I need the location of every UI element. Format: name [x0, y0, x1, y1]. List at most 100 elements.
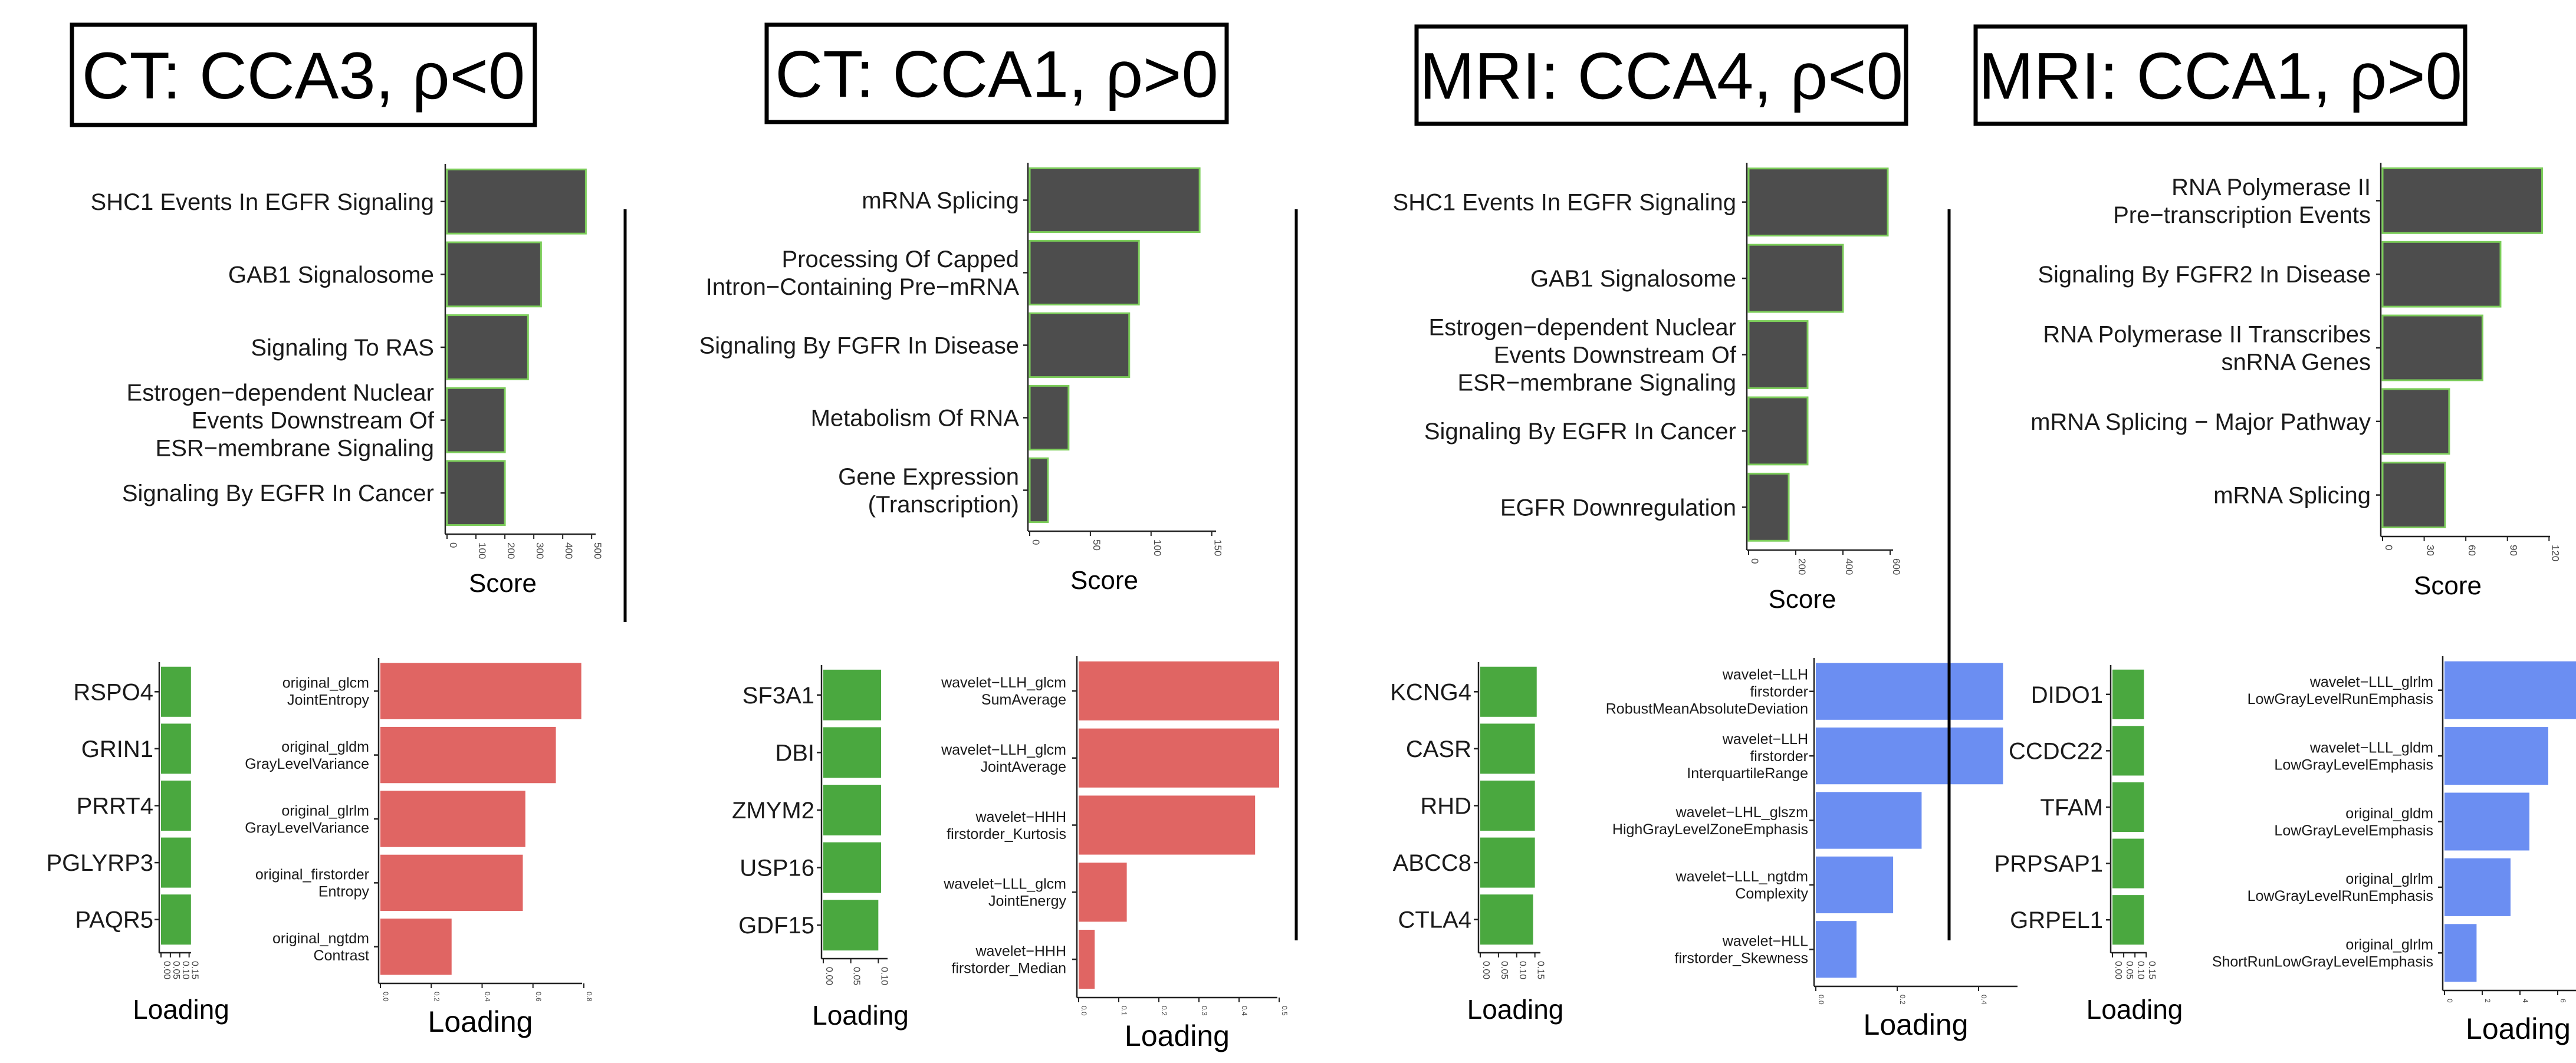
feature-bar-0 — [1816, 663, 2003, 720]
pathway-axis-title: Score — [2414, 571, 2482, 600]
feature-bar-3 — [380, 854, 523, 911]
pathway-bar-4 — [1747, 472, 1790, 542]
gene-xtick-label-0: 0.00 — [824, 967, 834, 985]
feature-xtick-label-0: 0.0 — [1817, 995, 1825, 1005]
gene-category-label-4: CTLA4 — [1398, 907, 1472, 933]
gene-category-label-2: RHD — [1420, 794, 1471, 820]
gene-category-label-1: CASR — [1406, 736, 1471, 762]
gene-bar-1 — [2112, 726, 2144, 776]
pathway-bar-3 — [446, 387, 506, 453]
feature-bar-4 — [1079, 930, 1095, 989]
pathway-bar-3 — [1747, 396, 1809, 466]
gene-category-label-0: RSPO4 — [73, 679, 153, 705]
feature-bar-3 — [1079, 863, 1127, 922]
pathway-xtick-label-1: 100 — [477, 542, 488, 559]
gene-bar-2 — [823, 785, 881, 835]
gene-xtick-label-0: 0.00 — [1481, 961, 1491, 979]
panel-title-box — [1414, 24, 1908, 126]
feature-bar-1 — [1816, 727, 2003, 785]
feature-bar-4 — [1816, 921, 1857, 978]
gene-xtick-label-2: 0.10 — [1517, 961, 1527, 979]
feature-axis-title: Loading — [1864, 1008, 1969, 1041]
feature-bar-0 — [380, 663, 581, 719]
pathway-xtick-label-1: 200 — [1796, 558, 1808, 575]
gene-xtick-label-2: 0.10 — [879, 967, 889, 985]
feature-xtick-label-3: 0.3 — [1200, 1006, 1208, 1016]
gene-category-label-0: KCNG4 — [1390, 679, 1471, 705]
feature-axis-title: Loading — [2466, 1012, 2571, 1045]
pathway-category-label-3: mRNA Splicing − Major Pathway — [2030, 409, 2371, 435]
pathway-xtick-label-2: 200 — [505, 542, 517, 559]
gene-bar-2 — [1480, 780, 1535, 831]
panel-title-box — [764, 22, 1229, 124]
feature-xtick-label-1: 0.1 — [1120, 1006, 1128, 1016]
feature-xtick-label-2: 0.4 — [1980, 995, 1988, 1005]
gene-xtick-label-0: 0.00 — [2113, 961, 2123, 979]
gene-bar-4 — [1480, 894, 1533, 945]
pathway-bar-2 — [446, 314, 529, 380]
feature-bar-2 — [2444, 792, 2529, 851]
feature-bar-1 — [2444, 727, 2548, 785]
feature-bar-2 — [1816, 792, 1922, 849]
gene-bar-0 — [2112, 669, 2144, 719]
feature-bar-1 — [380, 726, 556, 784]
pathway-xtick-label-3: 150 — [1213, 539, 1224, 556]
pathway-category-label-1: GAB1 Signalosome — [228, 262, 434, 288]
gene-bar-0 — [823, 669, 881, 720]
feature-bar-0 — [1079, 661, 1279, 720]
pathway-bar-1 — [2381, 241, 2502, 308]
feature-xtick-label-3: 0.6 — [534, 992, 543, 1002]
gene-category-label-4: GRPEL1 — [2010, 907, 2103, 933]
pathway-bar-3 — [1029, 384, 1070, 451]
pathway-xtick-label-1: 30 — [2425, 545, 2436, 556]
pathway-xtick-label-0: 0 — [1030, 539, 1041, 545]
feature-xtick-label-2: 0.4 — [484, 992, 492, 1002]
feature-xtick-label-1: 2 — [2483, 999, 2492, 1003]
pathway-bar-2 — [1029, 312, 1131, 379]
gene-category-label-2: PRRT4 — [77, 794, 153, 820]
pathway-bar-0 — [446, 168, 587, 235]
gene-category-label-4: GDF15 — [738, 913, 814, 939]
gene-category-label-4: PAQR5 — [75, 907, 153, 933]
gene-bar-3 — [823, 842, 881, 893]
pathway-bar-0 — [1747, 167, 1889, 237]
gene-bar-4 — [161, 894, 191, 945]
feature-xtick-label-4: 0.4 — [1240, 1006, 1248, 1016]
pathway-category-label-3: Signaling By EGFR In Cancer — [1424, 419, 1736, 445]
feature-bar-4 — [380, 919, 452, 975]
pathway-category-label-2: Signaling To RAS — [251, 335, 434, 361]
pathway-bar-4 — [2381, 462, 2446, 529]
feature-xtick-label-0: 0 — [2446, 999, 2454, 1003]
gene-xtick-label-3: 0.15 — [1536, 961, 1546, 979]
gene-category-label-3: USP16 — [740, 855, 814, 881]
feature-xtick-label-3: 6 — [2559, 999, 2567, 1003]
panel-title-box — [1973, 24, 2467, 126]
gene-bar-2 — [161, 780, 191, 831]
gene-category-label-3: PRPSAP1 — [1994, 851, 2103, 877]
feature-xtick-label-5: 0.5 — [1280, 1006, 1289, 1016]
pathway-xtick-label-2: 400 — [1844, 558, 1855, 575]
feature-bar-0 — [2444, 661, 2576, 719]
pathway-bar-0 — [2381, 167, 2544, 234]
gene-category-label-3: ABCC8 — [1393, 850, 1471, 876]
feature-xtick-label-0: 0.0 — [1080, 1006, 1088, 1016]
gene-xtick-label-1: 0.05 — [852, 967, 862, 985]
pathway-category-label-0: SHC1 Events In EGFR Signaling — [91, 189, 434, 215]
pathway-xtick-label-3: 90 — [2508, 545, 2519, 556]
feature-bar-1 — [1079, 728, 1279, 788]
